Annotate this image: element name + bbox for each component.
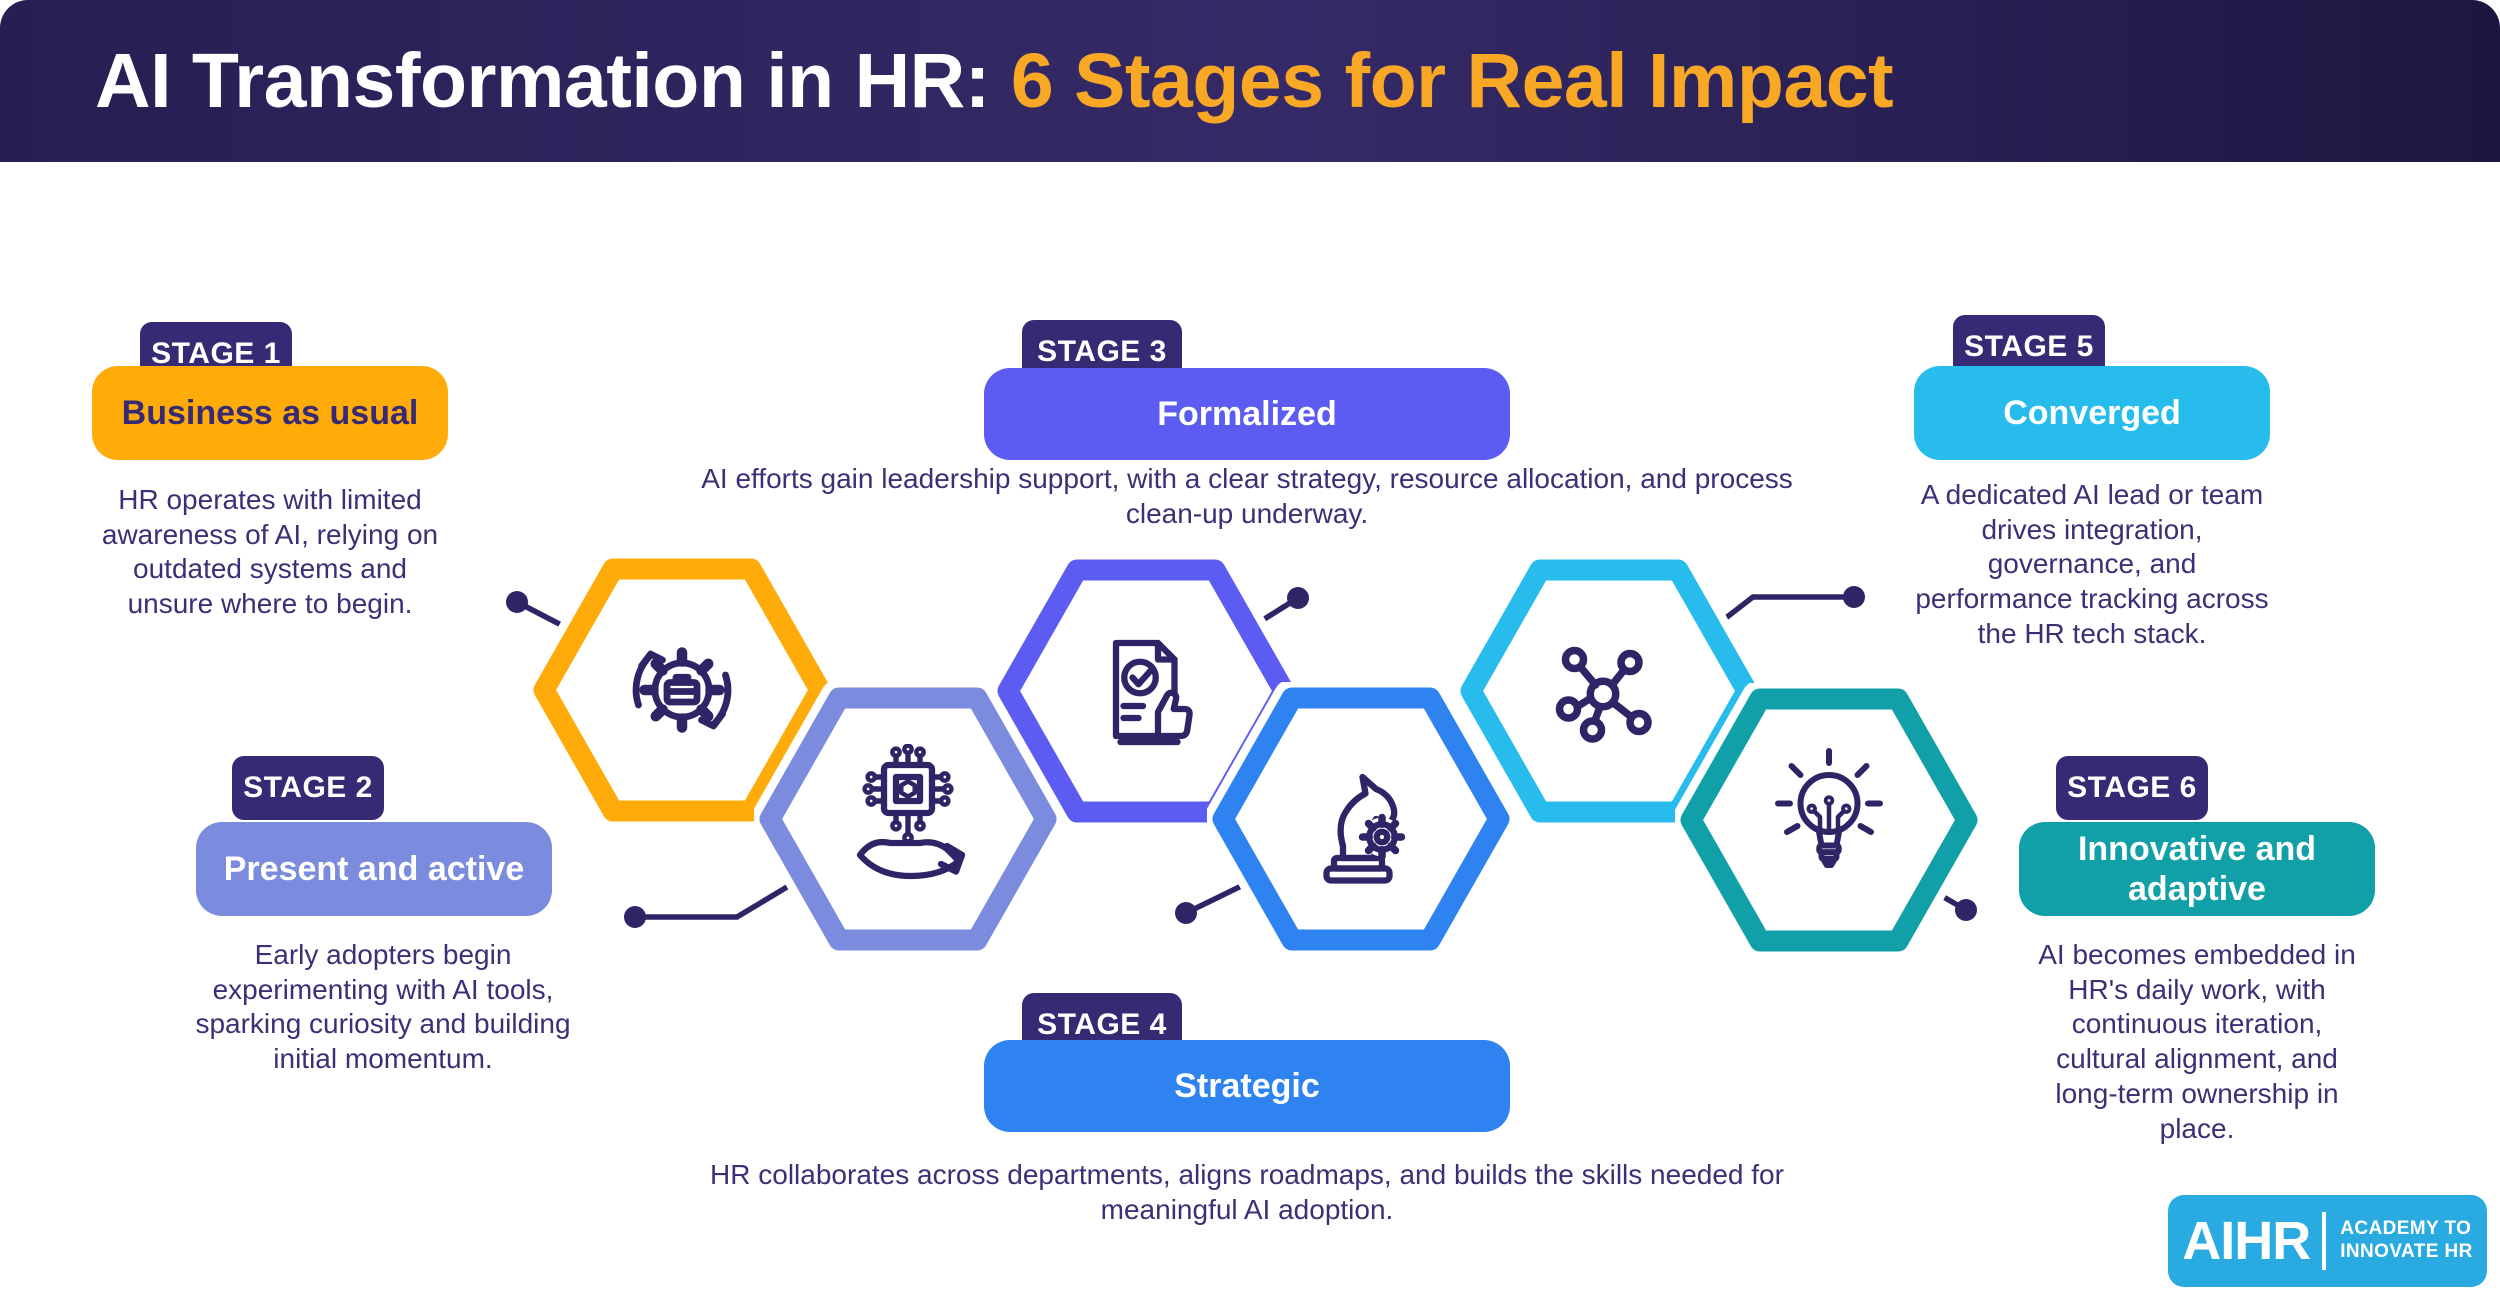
aihr-logo-tagline: ACADEMY TO INNOVATE HR	[2340, 1218, 2472, 1264]
aihr-logo-tagline-line1: ACADEMY TO	[2340, 1218, 2472, 1240]
network-nodes-icon	[1555, 646, 1652, 743]
stage5-name-pill: Converged	[1914, 366, 2270, 460]
header-banner: AI Transformation in HR: 6 Stages for Re…	[0, 0, 2500, 162]
stage6-description: AI becomes embedded in HR's daily work, …	[2038, 939, 2356, 1144]
stage4-description: HR collaborates across departments, alig…	[710, 1159, 1784, 1225]
aihr-logo-brand: AIHR	[2182, 1211, 2311, 1271]
stage3-description: AI efforts gain leadership support, with…	[701, 463, 1793, 529]
aihr-logo-divider	[2322, 1212, 2327, 1270]
approved-document-icon	[1112, 639, 1193, 746]
stage2-name-pill: Present and active	[196, 822, 552, 916]
strategy-knight-gear-icon	[1323, 773, 1406, 884]
hexagon-stage4	[1207, 682, 1515, 956]
stage2-description: Early adopters begin experimenting with …	[195, 939, 571, 1075]
title-highlight: 6 Stages for Real Impact	[1010, 37, 1894, 124]
stage2-badge: STAGE 2	[232, 756, 384, 820]
aihr-logo: AIHR ACADEMY TO INNOVATE HR	[2168, 1195, 2487, 1287]
connector-dot-stage1	[506, 591, 528, 613]
process-cycle-icon	[632, 647, 732, 733]
stage3-name-pill: Formalized	[984, 368, 1510, 460]
stage6-name-pill: Innovative and adaptive	[2019, 822, 2375, 916]
connector-dot-stage2	[624, 906, 646, 928]
stage5-description: A dedicated AI lead or team drives integ…	[1915, 479, 2269, 649]
connector-dot-stage5	[1843, 586, 1865, 608]
ai-chip-hand-icon	[856, 744, 966, 880]
page-title: AI Transformation in HR: 6 Stages for Re…	[95, 37, 1894, 126]
stage1-name-pill: Business as usual	[92, 366, 448, 460]
title-prefix: AI Transformation in HR:	[95, 37, 1011, 124]
circuit-lightbulb-icon	[1775, 748, 1883, 868]
connector-dot-stage4	[1175, 902, 1197, 924]
stage1-description: HR operates with limited awareness of AI…	[101, 484, 439, 620]
aihr-logo-tagline-line2: INNOVATE HR	[2340, 1241, 2473, 1262]
stage6-badge: STAGE 6	[2056, 756, 2208, 820]
stage4-name-pill: Strategic	[984, 1040, 1510, 1132]
